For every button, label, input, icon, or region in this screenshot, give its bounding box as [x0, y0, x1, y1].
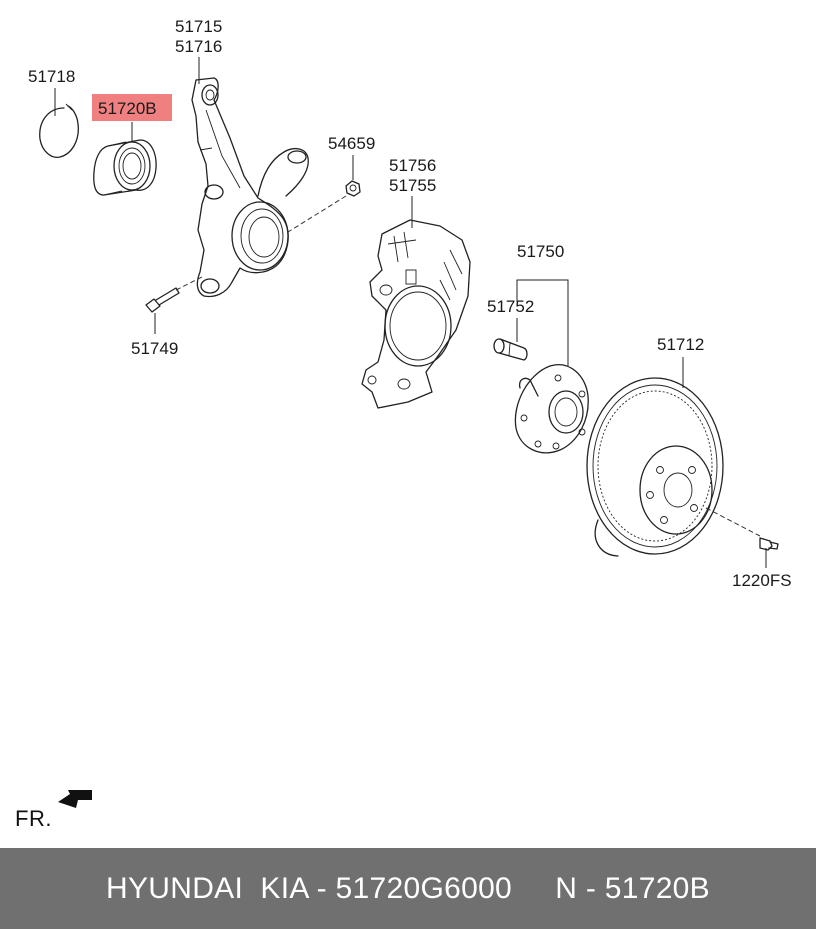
dash-screw: [705, 507, 761, 537]
nut-54659: [345, 180, 361, 197]
orientation-label: FR.: [15, 806, 52, 831]
dash-nut: [287, 195, 347, 233]
label-51718: 51718: [28, 67, 75, 86]
screw-1220fs: [759, 537, 779, 551]
label-51712: 51712: [657, 335, 704, 354]
dust-cover: [361, 219, 471, 409]
label-1220fs: 1220FS: [732, 571, 792, 590]
dash-bolt: [175, 275, 205, 291]
wheel-hub: [514, 364, 589, 454]
label-51749: 51749: [131, 339, 178, 358]
front-arrow-icon: [58, 790, 92, 808]
label-54659: 54659: [328, 134, 375, 153]
highlight-box: [92, 94, 172, 121]
label-51755: 51755: [389, 176, 436, 195]
exploded-parts-diagram: 51715 51716 51718 51720B 54659 51756 517…: [28, 17, 792, 590]
label-51750: 51750: [517, 242, 564, 261]
label-51756: 51756: [389, 156, 436, 175]
steering-knuckle: [191, 77, 309, 298]
wheel-bearing: [93, 139, 157, 196]
snap-ring: [39, 103, 79, 158]
label-51716: 51716: [175, 37, 222, 56]
footer-bar: HYUNDAI KIA - 51720G6000 N - 51720B: [0, 848, 816, 929]
part-number-caption: HYUNDAI KIA - 51720G6000 N - 51720B: [106, 871, 710, 905]
label-51752: 51752: [487, 297, 534, 316]
brake-disc: [586, 377, 724, 557]
label-51720b[interactable]: 51720B: [98, 99, 157, 118]
label-51715: 51715: [175, 17, 222, 36]
bolt-51749: [145, 287, 180, 313]
hub-bolt-51752: [493, 338, 528, 361]
leader-hub-assy: [516, 279, 569, 366]
